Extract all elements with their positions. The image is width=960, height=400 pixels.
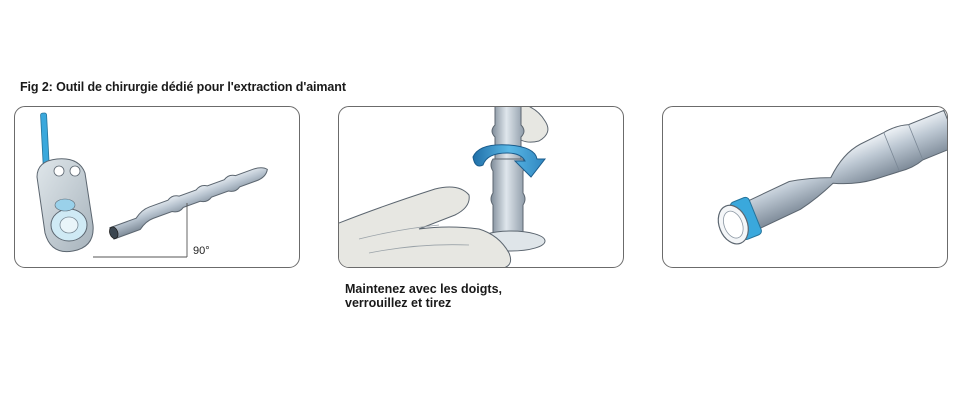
- panel-tool-tip-closeup: [662, 106, 948, 268]
- angle-label: 90°: [193, 245, 210, 257]
- caption-line-1: Maintenez avec les doigts,: [345, 282, 502, 296]
- lower-glove: [339, 186, 512, 267]
- hold-lock-pull-illustration: [339, 107, 549, 267]
- step-caption: Maintenez avec les doigts, verrouillez e…: [345, 282, 502, 310]
- tool-tip: [717, 109, 947, 245]
- caption-line-2: verrouillez et tirez: [345, 296, 452, 310]
- implant-device: [36, 112, 94, 253]
- panel-hold-lock-pull: [338, 106, 624, 268]
- tool-overview-illustration: [36, 112, 268, 258]
- figure-title: Fig 2: Outil de chirurgie dédié pour l'e…: [20, 80, 346, 94]
- panel-tool-overview: 90°: [14, 106, 300, 268]
- extraction-tool: [109, 167, 268, 240]
- rotate-arrow-icon: [472, 144, 547, 178]
- tool-tip-closeup-illustration: [717, 109, 947, 245]
